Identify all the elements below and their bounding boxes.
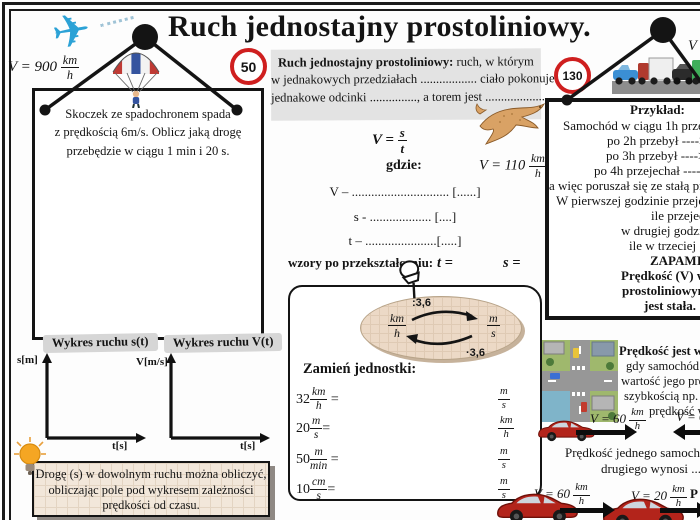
- t-definition-line: t – ......................[.....]: [348, 233, 462, 248]
- divide-factor: :3,6: [412, 297, 431, 309]
- vector-note-line: Prędkość jest wekt: [619, 344, 700, 358]
- example-remember: ZAPAMIĘTAJ!: [650, 253, 700, 268]
- example-line: po 4h przejechał ---->.....: [594, 163, 700, 178]
- definition-term: Ruch jednostajny prostoliniowy:: [277, 54, 454, 70]
- s-definition-line: s - ................... [....]: [353, 209, 457, 224]
- cheetah-icon: [475, 102, 546, 145]
- hint-line: Drogę (s) w dowolnym ruchu można obliczy…: [35, 467, 267, 481]
- example-line: a więc poruszał się ze stałą pręd: [549, 178, 700, 193]
- multiply-factor: ·3,6: [466, 347, 485, 359]
- v-axis-label: V[m/s]: [136, 356, 168, 368]
- edge-speed-label: V =: [688, 38, 700, 54]
- example-title: Przykład:: [630, 102, 685, 117]
- page-title: Ruch jednostajny prostoliniowy.: [168, 10, 591, 43]
- example-line: Samochód w ciągu 1h przeby: [563, 118, 700, 133]
- page-frame-inner: [9, 9, 700, 520]
- vector-note-line: gdy samochód jedz: [626, 359, 700, 373]
- example-line: po 2h przebył ----> ......: [607, 133, 700, 148]
- hint-line: obliczając pole pod wykresem zależności: [48, 482, 254, 497]
- example-line: ile przejechał: [651, 208, 700, 223]
- speed-limit-50-sign: 50: [230, 48, 267, 85]
- transform-label: wzory po przekształceniu:: [288, 255, 434, 270]
- example-line: ile w trzeciej godzinie?- .: [629, 238, 700, 253]
- conversion-arrows: [406, 310, 478, 346]
- definition-line: w jednakowych przedziałach .............…: [270, 71, 555, 88]
- example-remember: prostoliniowym: [622, 283, 700, 298]
- example-line: w drugiej godzinie? - ..: [621, 223, 700, 238]
- velocity-arrow-left: [673, 424, 700, 440]
- example-remember: Prędkość (V) w ruchu jed: [621, 268, 700, 283]
- graph-v-axes: [166, 353, 270, 443]
- car-speed-label: V = 6: [676, 409, 700, 424]
- speed-limit-130-sign: 130: [554, 57, 591, 94]
- problem-box: Skoczek ze spadochronem spada z prędkośc…: [32, 88, 264, 340]
- red-car-image: [497, 493, 578, 520]
- velocity-arrow-right: [576, 424, 637, 440]
- example-line: W pierwszej godzinie przejech: [556, 193, 700, 208]
- pushpin-icon: [399, 260, 420, 299]
- vector-note-line: wartość jego prędk: [621, 374, 700, 388]
- lightbulb-icon: [14, 437, 46, 475]
- graph-s-title: Wykres ruchu s(t): [42, 333, 158, 353]
- problem-line: przebędzie w ciągu 1 min i 20 s.: [66, 143, 230, 158]
- parachutist-icon: [112, 52, 160, 108]
- conversion-ellipse: [360, 296, 522, 360]
- example-remember: jest stała.: [644, 298, 696, 313]
- gdzie-label: gdzie:: [386, 158, 422, 173]
- cars-caption-line: Prędkość jednego samochod: [565, 445, 700, 460]
- graph-s-axes: [42, 353, 146, 443]
- traffic-jam-image: [612, 57, 700, 94]
- velocity-arrow-right: [660, 502, 700, 518]
- unit-heading: Zamień jednostki:: [303, 361, 417, 377]
- vector-note-line: prędkość w: [649, 404, 700, 418]
- t-transform: t =: [437, 255, 453, 271]
- hint-box: Drogę (s) w dowolnym ruchu można obliczy…: [32, 461, 270, 517]
- problem-line: z prędkością 6m/s. Oblicz jaką drogę: [54, 125, 242, 140]
- s-transform: s =: [503, 255, 521, 271]
- edge-text-fragment: P: [690, 486, 698, 501]
- vector-note-line: szybkością np. na p: [624, 389, 700, 403]
- t-axis-label: t[s]: [112, 440, 128, 452]
- intersection-map-image: [542, 340, 618, 422]
- v-definition-line: V – .............................. [....…: [329, 184, 481, 199]
- graph-v-title: Wykres ruchu V(t): [163, 332, 283, 354]
- velocity-arrow-right: [560, 502, 615, 518]
- s-axis-label: s[m]: [17, 354, 38, 366]
- example-line: po 3h przebył ---->.......: [606, 148, 700, 163]
- hint-line: prędkości od czasu.: [102, 498, 200, 512]
- t-axis-label: t[s]: [240, 440, 256, 452]
- cars-caption-line: drugiego wynosi ......: [601, 461, 700, 476]
